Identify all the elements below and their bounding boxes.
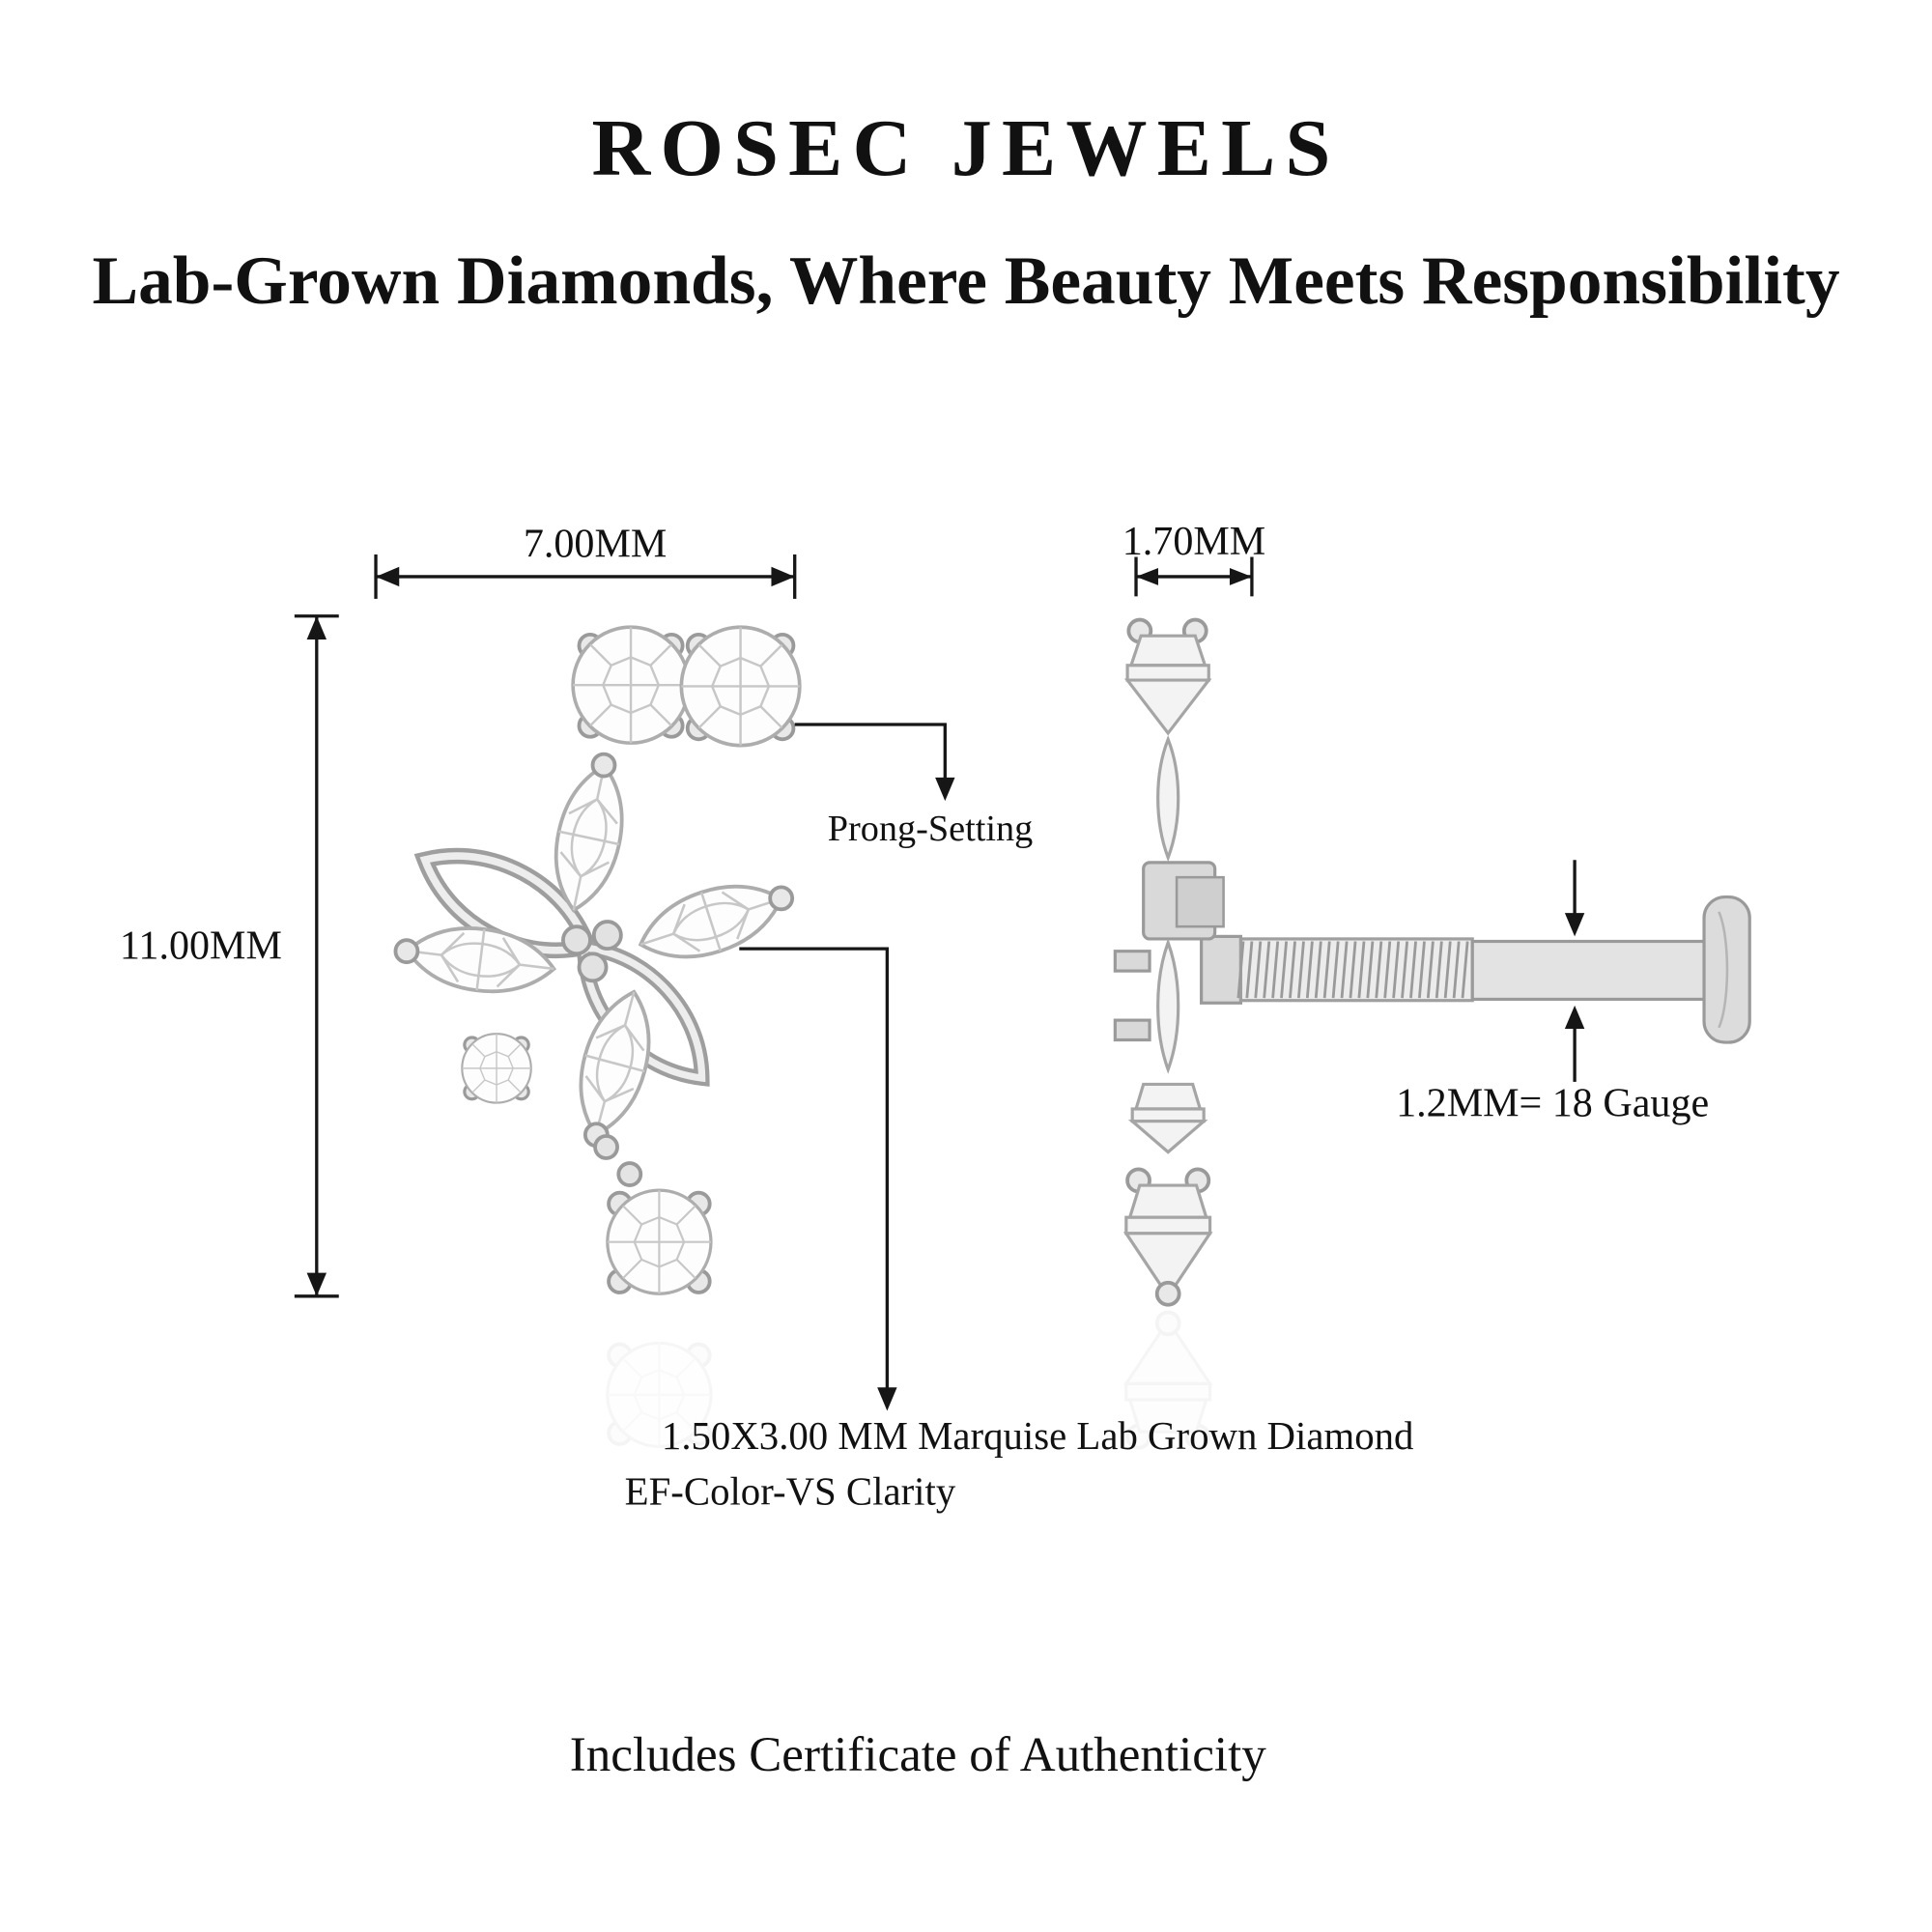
brand-title: ROSEC JEWELS	[592, 103, 1341, 193]
side-earring-view	[1113, 617, 1751, 1448]
post-gauge-callout: 1.2MM= 18 Gauge	[1396, 860, 1709, 1126]
screw-post	[1200, 895, 1751, 1044]
dangle-connector	[593, 1134, 643, 1187]
round-accent-stone-right	[679, 625, 802, 748]
side-width-label: 1.70MM	[1122, 519, 1265, 564]
front-height-dimension: 11.00MM	[120, 614, 339, 1298]
round-accent-stone-left	[571, 625, 691, 745]
tagline: Lab-Grown Diamonds, Where Beauty Meets R…	[92, 242, 1839, 319]
front-earring-view	[393, 625, 802, 1446]
side-stone-stack	[1113, 617, 1225, 1307]
post-gauge-label: 1.2MM= 18 Gauge	[1396, 1081, 1709, 1126]
prong-setting-label: Prong-Setting	[828, 809, 1034, 849]
small-round-stone	[461, 1033, 532, 1104]
front-width-dimension: 7.00MM	[374, 522, 797, 599]
side-width-dimension: 1.70MM	[1122, 519, 1265, 597]
certificate-note: Includes Certificate of Authenticity	[570, 1728, 1267, 1782]
marquise-spec-line2: EF-Color-VS Clarity	[625, 1469, 956, 1513]
marquise-spec-callout: 1.50X3.00 MM Marquise Lab Grown Diamond …	[625, 947, 1413, 1513]
dangle-round-stone	[606, 1188, 713, 1295]
prong-setting-callout: Prong-Setting	[794, 723, 1034, 849]
thread-lines	[1236, 941, 1469, 999]
front-width-label: 7.00MM	[524, 522, 667, 567]
front-height-label: 11.00MM	[120, 923, 282, 968]
marquise-spec-line1: 1.50X3.00 MM Marquise Lab Grown Diamond	[662, 1414, 1413, 1458]
